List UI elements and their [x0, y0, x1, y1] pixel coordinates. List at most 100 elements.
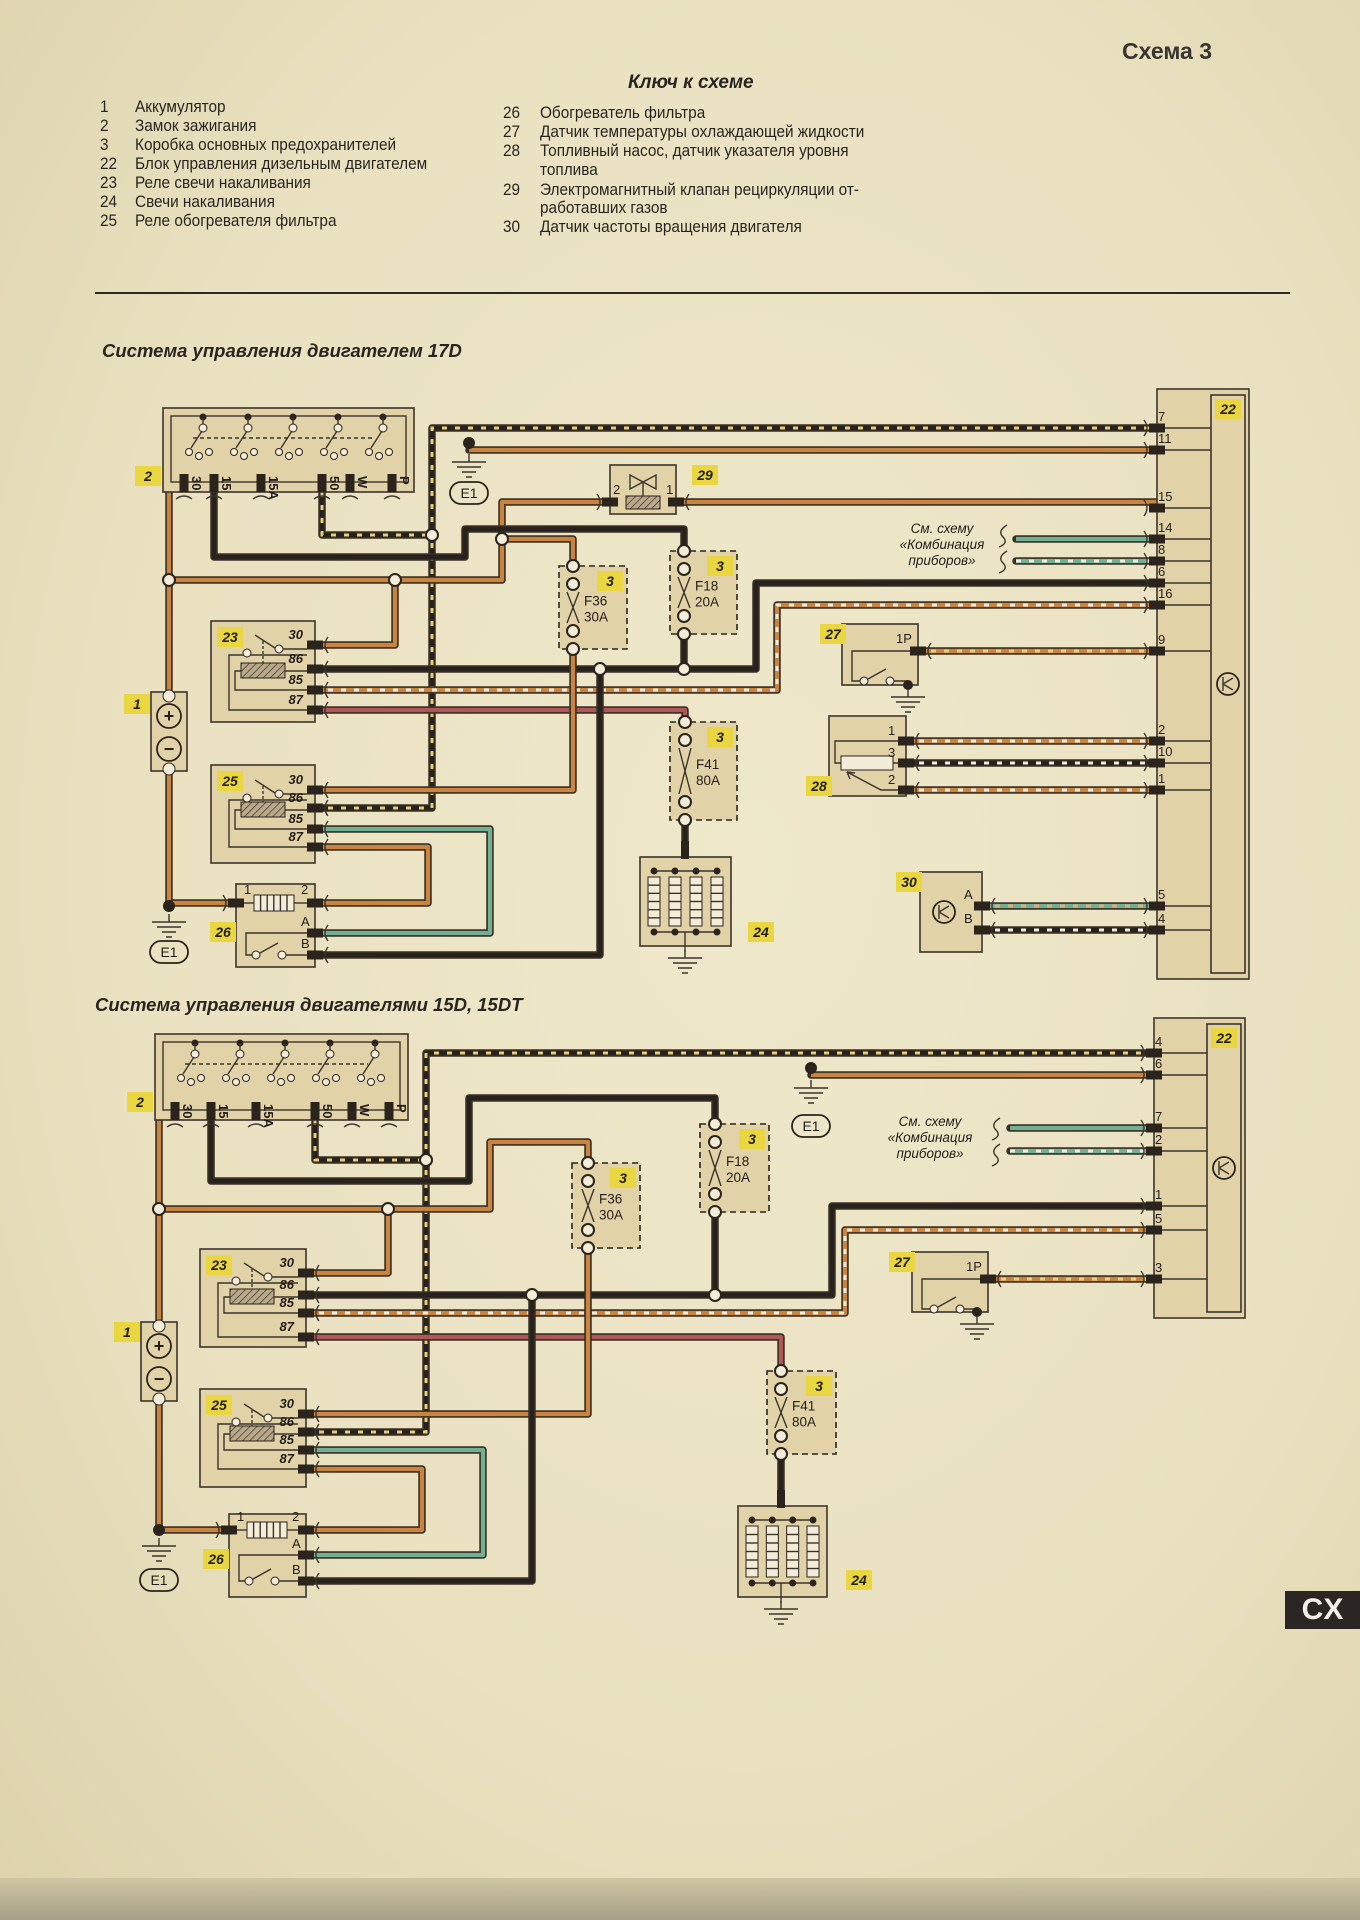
badge-text: 3	[716, 558, 724, 574]
wire	[302, 1202, 1158, 1299]
legend-text: Топливный насос, датчик указателя уровня	[540, 142, 849, 160]
badge-text: 3	[748, 1131, 756, 1147]
fuse-rating: 20A	[726, 1170, 750, 1185]
legend-text: Электромагнитный клапан рециркуляции от-	[540, 181, 860, 199]
wire	[210, 488, 688, 561]
connector-terminal	[1143, 781, 1165, 799]
ground-icon	[891, 689, 925, 713]
legend-text: Коробка основных предохранителей	[135, 136, 397, 154]
component-number-badge: 24	[846, 1570, 872, 1590]
relay-pin-label: 85	[280, 1432, 295, 1447]
sensor-pin-label: 2	[888, 772, 895, 787]
badge-text: 23	[221, 629, 238, 645]
terminal-label: 30	[180, 1104, 195, 1118]
terminal-label: 30	[189, 476, 204, 490]
transistor-icon	[932, 900, 956, 924]
legend-num: 27	[503, 123, 521, 141]
legend-text: Аккумулятор	[135, 98, 226, 116]
connector-terminal	[175, 474, 193, 500]
relay-pin-label: 30	[280, 1255, 295, 1270]
connector-terminal	[247, 1102, 265, 1128]
fuse-name: F41	[792, 1399, 815, 1414]
relay-pin-label: 86	[280, 1277, 295, 1292]
ground-icon	[668, 950, 702, 974]
note-text: «Комбинация	[900, 537, 985, 552]
junction-node	[593, 662, 607, 676]
ground-node	[805, 1062, 817, 1074]
heater-pin-label: 2	[292, 1509, 299, 1524]
ground-point-label: E1	[449, 481, 489, 505]
wire	[311, 706, 689, 726]
legend-text: Свечи накаливания	[135, 193, 275, 211]
terminal-label: 15	[216, 1104, 231, 1118]
component-number-badge: 22	[1211, 1028, 1237, 1048]
glow-plugs: 24	[737, 1490, 872, 1625]
valve-pin-label: 2	[613, 482, 620, 497]
terminal-label: W	[355, 476, 370, 489]
connector-terminal	[898, 781, 920, 799]
component-number-badge: 24	[748, 922, 774, 942]
sensor-pin-label: B	[964, 911, 973, 926]
wire	[207, 1094, 719, 1185]
section-tab[interactable]: CX	[1285, 1591, 1360, 1629]
connector-terminal	[898, 732, 920, 750]
connector-terminal	[1143, 732, 1165, 750]
ecu-pin-label: 3	[1155, 1260, 1162, 1275]
heater-pin-label: 1	[237, 1509, 244, 1524]
badge-text: 2	[143, 468, 152, 484]
connector-terminal	[1140, 1044, 1162, 1062]
legend-num: 30	[503, 218, 521, 236]
battery: +−1	[124, 689, 188, 776]
connector-terminal	[222, 894, 244, 912]
relay-pin-label: 85	[280, 1295, 295, 1310]
relay-pin-label: 86	[289, 790, 304, 805]
component-number-badge: 3	[707, 556, 733, 576]
fuse-rating: 20A	[695, 595, 719, 610]
component-number-badge: 27	[820, 624, 846, 644]
ecu-pin-label: 1	[1158, 771, 1165, 786]
fuse-name: F36	[584, 594, 607, 609]
junction-node	[677, 662, 691, 676]
junction-node	[708, 1288, 722, 1302]
battery-plus-symbol: +	[164, 706, 175, 726]
legend-text: Датчик температуры охлаждающей жидкости	[540, 123, 865, 141]
legend-text: Реле свечи накаливания	[135, 174, 311, 192]
fuse-rating: 80A	[792, 1415, 816, 1430]
terminal-label: P	[397, 476, 412, 485]
connector-terminal	[1143, 921, 1165, 939]
break-squiggle-icon	[998, 524, 1008, 548]
component-number-badge: 25	[217, 771, 243, 791]
wires	[155, 1049, 1158, 1585]
component-number-badge: 23	[217, 627, 243, 647]
wire	[302, 1446, 487, 1559]
connector-terminal	[307, 681, 329, 699]
connector-terminal	[1140, 1119, 1162, 1137]
component-number-badge: 26	[203, 1549, 229, 1569]
ecu-pin-label: 6	[1158, 564, 1165, 579]
connector-terminal	[307, 781, 329, 799]
wire	[311, 645, 577, 794]
terminal-label: 15	[219, 476, 234, 490]
fuse-rating: 30A	[599, 1208, 623, 1223]
component-number-badge: 3	[806, 1376, 832, 1396]
ecu-pin-label: 2	[1158, 722, 1165, 737]
junction-node	[419, 1153, 433, 1167]
junction-node	[425, 528, 439, 542]
component-number-badge: 27	[889, 1252, 915, 1272]
badge-text: 26	[214, 924, 231, 940]
wire	[302, 1226, 1158, 1317]
component-number-badge: 29	[692, 465, 718, 485]
relay-pin-label: 87	[289, 829, 304, 844]
wires	[165, 424, 1161, 959]
legend-num: 22	[100, 155, 118, 173]
